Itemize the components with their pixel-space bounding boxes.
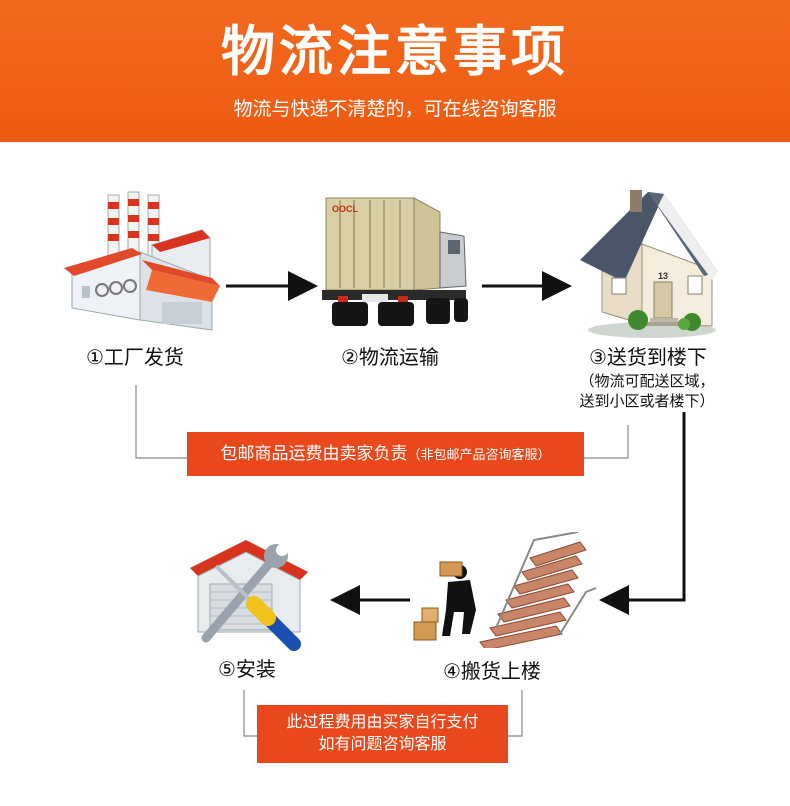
step-delivery-note-1: （物流可配送区域， [579,372,715,390]
stairs-mover-icon [413,532,597,648]
seller-banner-main: 包邮商品运费由卖家负责 [220,444,408,464]
arrow-house-to-stairs [599,412,686,615]
factory-icon [64,191,220,331]
house-number: 13 [658,271,668,281]
buyer-banner-line-2: 如有问题咨询客服 [318,734,447,753]
buyer-banner-line-1: 此过程费用由买家自行支付 [286,712,479,731]
seller-banner-note: （非包邮产品咨询客服） [407,448,551,463]
step-delivery-note-2: 送到小区或者楼下） [579,392,715,410]
buyer-cost-banner: 此过程费用由买家自行支付 如有问题咨询客服 [257,705,508,763]
bracket-buyer-right [508,690,523,737]
step-transport-label: ②物流运输 [341,345,439,369]
page-title: 物流注意事项 [221,20,569,83]
seller-shipping-banner: 包邮商品运费由卖家负责（非包邮产品咨询客服） [187,432,584,476]
bracket-seller-right [584,425,629,459]
bracket-buyer-left [243,690,257,737]
header-banner: 物流注意事项 物流与快递不清楚的，可在线咨询客服 [0,0,790,142]
step-install-label: ⑤安装 [218,657,276,681]
truck-icon: OOCL [322,197,468,326]
step-factory-label: ①工厂发货 [86,345,184,369]
step-delivery-label: ③送货到楼下 [589,345,707,369]
bracket-seller [135,385,187,459]
page-subtitle: 物流与快递不清楚的，可在线咨询客服 [233,98,557,120]
install-tools-icon [190,540,308,651]
step-carry-label: ④搬货上楼 [443,659,541,683]
truck-logo: OOCL [332,204,359,214]
house-icon: 13 [580,190,718,338]
